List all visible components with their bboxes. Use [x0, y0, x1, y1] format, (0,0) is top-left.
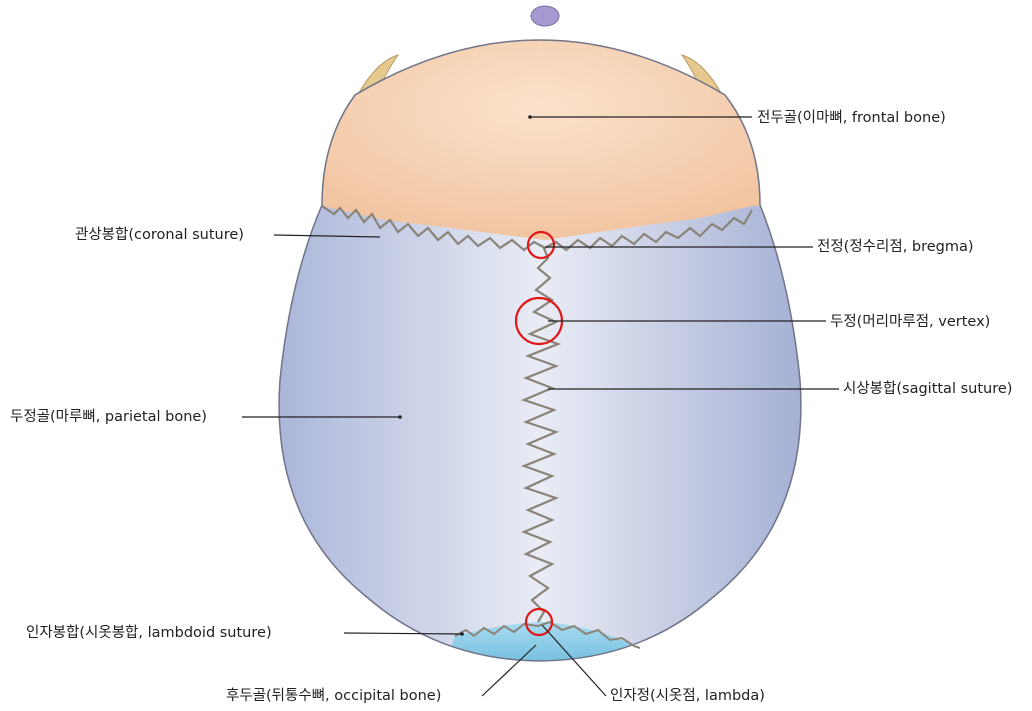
lambdoid-suture-label: 인자봉합(시옷봉합, lambdoid suture) — [26, 624, 272, 642]
coronal-suture-label: 관상봉합(coronal suture) — [75, 226, 244, 244]
vertex-label: 두정(머리마루점, vertex) — [830, 313, 990, 331]
lambda-label: 인자정(시옷점, lambda) — [610, 687, 765, 705]
nasion-knob — [531, 6, 559, 26]
frontal-bone-dot — [528, 115, 532, 119]
frontal-bone-region — [270, 0, 810, 240]
parietal-bone-label: 두정골(마루뼈, parietal bone) — [10, 408, 207, 426]
bregma-label: 전정(정수리점, bregma) — [817, 238, 974, 256]
parietal-bone-dot — [398, 415, 402, 419]
frontal-bone-label: 전두골(이마뼈, frontal bone) — [757, 109, 946, 127]
lambdoid-suture-dot — [460, 632, 464, 636]
sagittal-suture-label: 시상봉합(sagittal suture) — [843, 380, 1012, 398]
occipital-bone-label: 후두골(뒤통수뼈, occipital bone) — [226, 687, 441, 705]
